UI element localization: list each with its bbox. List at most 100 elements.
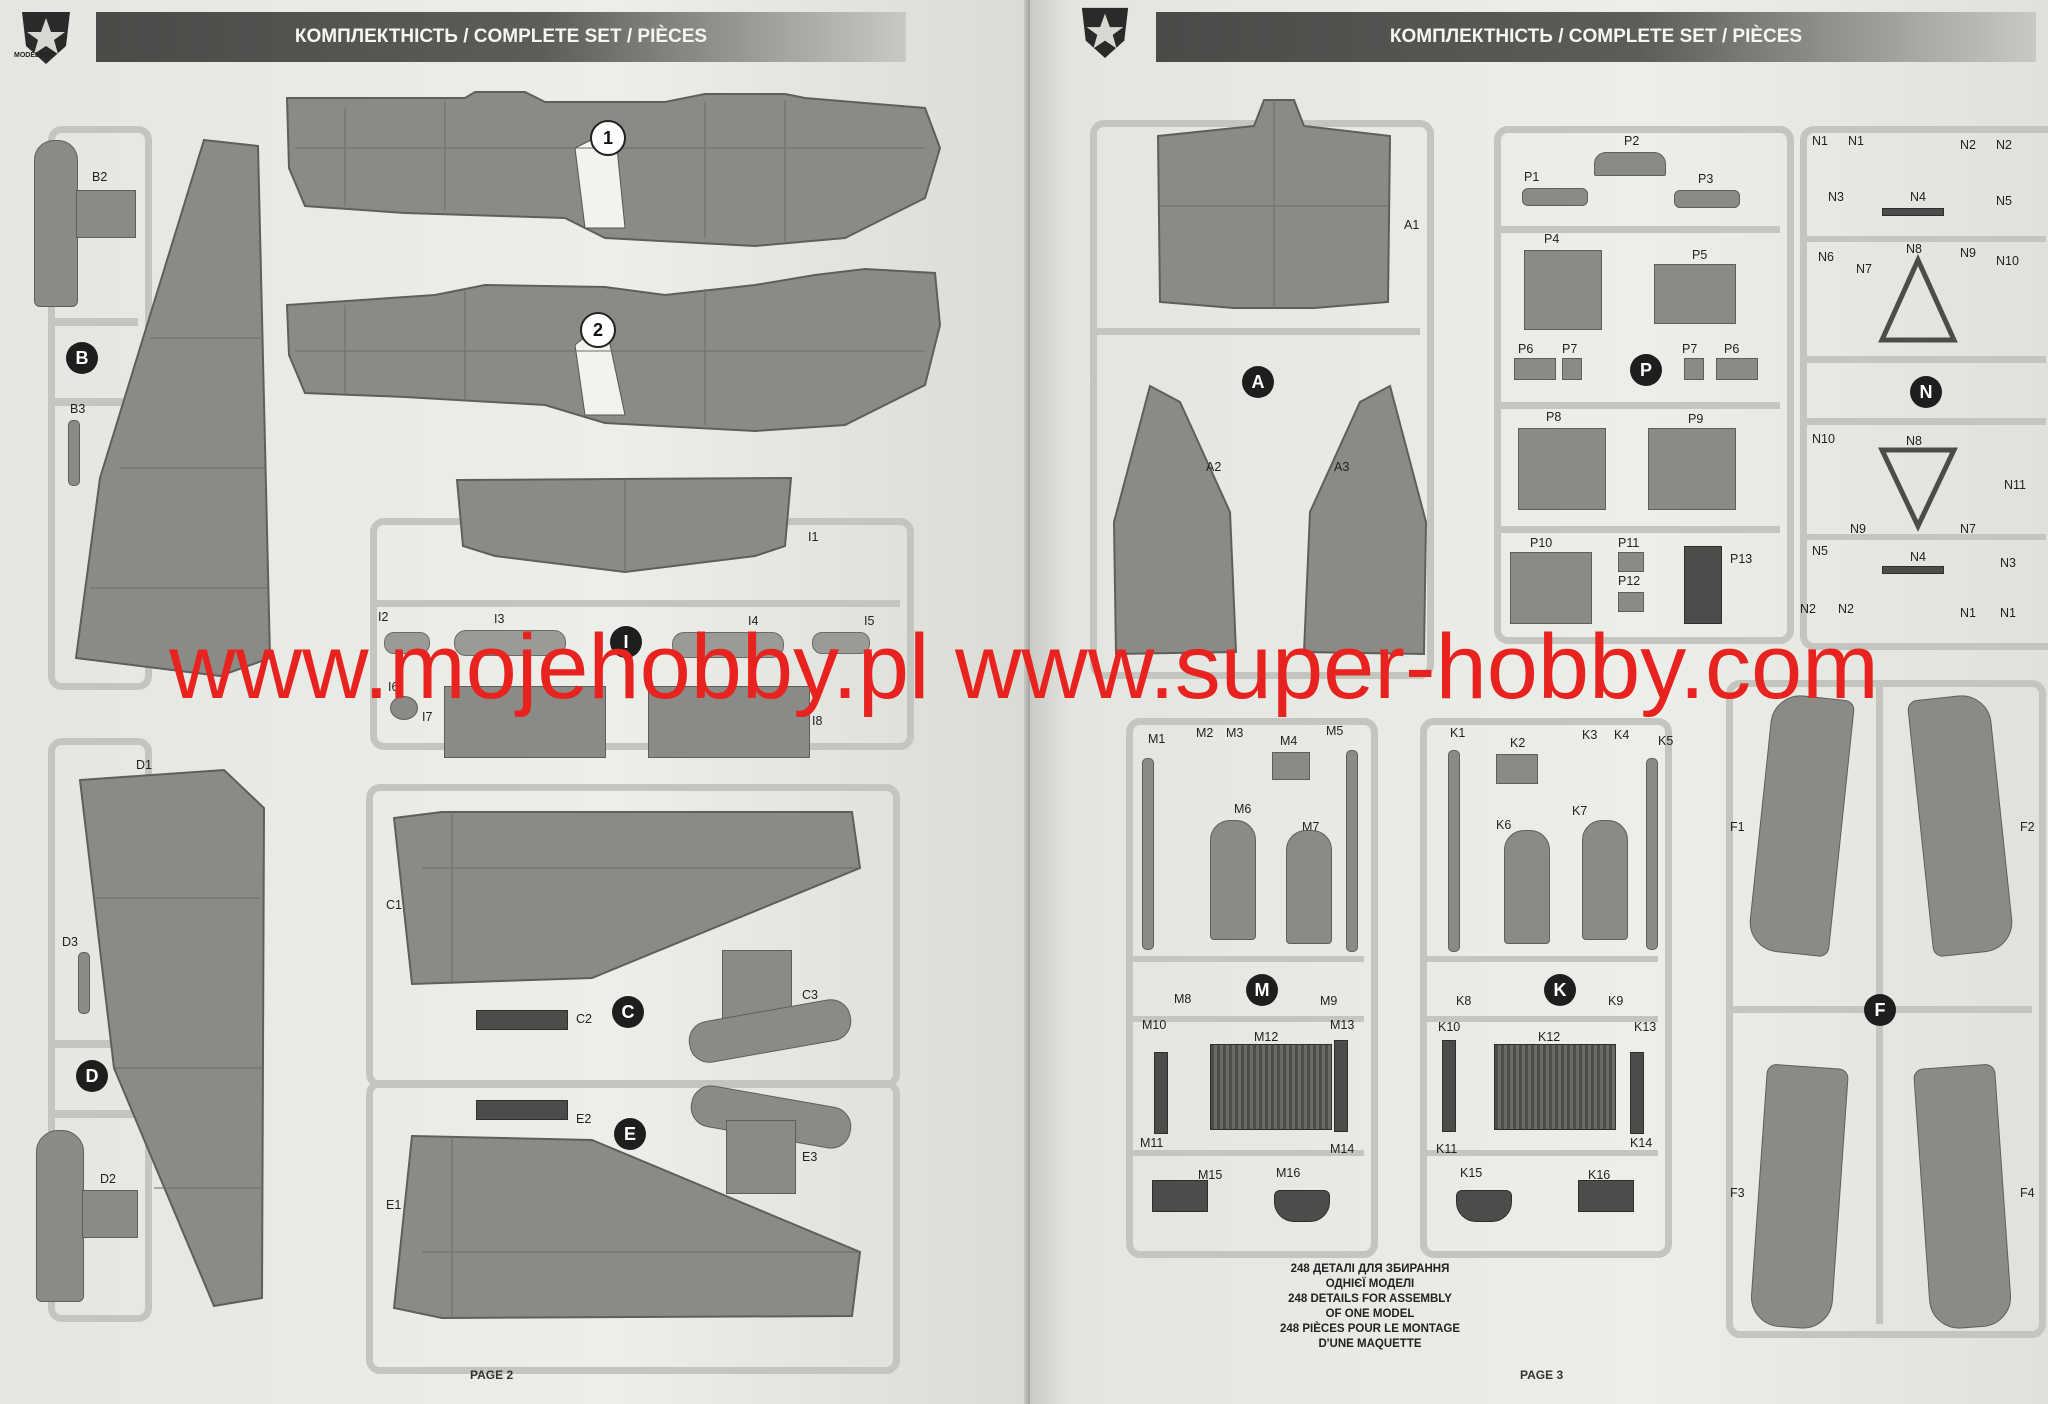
sprue-n-rail-3 <box>1800 418 2046 425</box>
label-p1: P1 <box>1524 170 1540 184</box>
page-number-2: PAGE 2 <box>470 1368 514 1382</box>
label-k3: K3 <box>1582 728 1598 742</box>
part-p13 <box>1684 546 1722 624</box>
label-c3: C3 <box>802 988 818 1002</box>
assembly-note-line-5: 248 PIÈCES POUR LE MONTAGE <box>1280 1323 1460 1335</box>
label-n7b: N7 <box>1960 522 1976 536</box>
part-e1-wing <box>392 1134 862 1320</box>
part-p7b <box>1684 358 1704 380</box>
part-c2 <box>476 1010 568 1030</box>
sprue-letter-f: F <box>1864 994 1896 1026</box>
label-n4b: N4 <box>1910 550 1926 564</box>
part-n8a-frame <box>1878 253 1958 343</box>
assembly-note-line-4: OF ONE MODEL <box>1325 1308 1415 1320</box>
label-m4: M4 <box>1280 734 1298 748</box>
label-n1b: N1 <box>1848 134 1864 148</box>
label-k11: K11 <box>1436 1142 1458 1156</box>
part-p11 <box>1618 552 1644 572</box>
part-p4 <box>1524 250 1602 330</box>
sprue-m-rail-2 <box>1126 1016 1364 1022</box>
part-i6 <box>390 696 418 720</box>
label-f3: F3 <box>1730 1186 1745 1200</box>
part-p3 <box>1674 190 1740 208</box>
label-a2: A2 <box>1206 460 1222 474</box>
part-d2-blade <box>36 1130 84 1302</box>
label-n3a: N3 <box>1828 190 1844 204</box>
part-k7 <box>1582 820 1628 940</box>
label-n4a: N4 <box>1910 190 1926 204</box>
part-p10 <box>1510 552 1592 624</box>
label-p11: P11 <box>1618 536 1640 550</box>
watermark-text: www.mojehobby.pl www.super-hobby.com <box>169 616 1879 718</box>
sprue-n-rail-4 <box>1800 534 2046 540</box>
label-n3b: N3 <box>2000 556 2016 570</box>
label-k14: K14 <box>1630 1136 1653 1150</box>
part-k13 <box>1630 1052 1644 1134</box>
sprue-letter-c: C <box>612 996 644 1028</box>
label-n2b: N2 <box>1996 138 2012 152</box>
label-k1: K1 <box>1450 726 1466 740</box>
label-d2: D2 <box>100 1172 116 1186</box>
label-m5: M5 <box>1326 724 1344 738</box>
label-n2c: N2 <box>1800 602 1816 616</box>
part-e3-block <box>726 1120 796 1194</box>
label-m2: M2 <box>1196 726 1214 740</box>
label-n9b: N9 <box>1850 522 1866 536</box>
label-m11: M11 <box>1140 1136 1164 1150</box>
part-i1-tailplane <box>455 476 793 574</box>
label-f1: F1 <box>1730 820 1745 834</box>
sprue-d-rail-2 <box>48 1110 138 1118</box>
label-b3: B3 <box>70 402 86 416</box>
part-a2-fuselage-floor <box>1112 384 1238 656</box>
label-p7a: P7 <box>1562 342 1578 356</box>
label-n9a: N9 <box>1960 246 1976 260</box>
label-k4: K4 <box>1614 728 1630 742</box>
part-a1-wing-center <box>1156 99 1392 309</box>
label-n6: N6 <box>1818 250 1834 264</box>
label-i8: I8 <box>812 714 823 728</box>
label-a3: A3 <box>1334 460 1350 474</box>
part-m7 <box>1286 830 1332 944</box>
sprue-m-rail-3 <box>1126 1150 1364 1156</box>
label-p5: P5 <box>1692 248 1708 262</box>
part-m5 <box>1346 750 1358 952</box>
part-b2-hub <box>76 190 136 238</box>
label-i4: I4 <box>748 614 759 628</box>
part-i2 <box>384 632 430 654</box>
part-k16 <box>1578 1180 1634 1212</box>
label-p4: P4 <box>1544 232 1560 246</box>
sprue-n-rail-2 <box>1800 356 2046 363</box>
sprue-p-rail-3 <box>1494 526 1780 533</box>
label-n5b: N5 <box>1812 544 1828 558</box>
part-m6 <box>1210 820 1256 940</box>
page-3: КОМПЛЕКТНІСТЬ / COMPLETE SET / PIÈCES A1… <box>1030 0 2048 1404</box>
label-c2: C2 <box>576 1012 592 1026</box>
label-d3: D3 <box>62 935 78 949</box>
label-k6: K6 <box>1496 818 1512 832</box>
label-k16: K16 <box>1588 1168 1611 1182</box>
label-i6: I6 <box>388 680 399 694</box>
sprue-m-rail-1 <box>1126 956 1364 962</box>
part-b1-wing <box>74 138 272 678</box>
assembly-note-line-1: 248 ДЕТАЛІ ДЛЯ ЗБИРАННЯ <box>1290 1263 1450 1275</box>
label-n2d: N2 <box>1838 602 1854 616</box>
label-k15: K15 <box>1460 1166 1483 1180</box>
label-i5: I5 <box>864 614 875 628</box>
sprue-n-frame <box>1800 126 2048 650</box>
label-p13: P13 <box>1730 552 1753 566</box>
part-p6b <box>1716 358 1758 380</box>
label-k7: K7 <box>1572 804 1588 818</box>
sprue-k-rail-1 <box>1420 956 1658 962</box>
page-number-3: PAGE 3 <box>1520 1368 1564 1382</box>
page-title: КОМПЛЕКТНІСТЬ / COMPLETE SET / PIÈCES <box>96 12 906 62</box>
label-p12: P12 <box>1618 574 1641 588</box>
label-m8: M8 <box>1174 992 1192 1006</box>
part-m12-floor <box>1210 1044 1332 1130</box>
label-k2: K2 <box>1510 736 1526 750</box>
label-e2: E2 <box>576 1112 592 1126</box>
label-b2: B2 <box>92 170 108 184</box>
label-f4: F4 <box>2020 1186 2035 1200</box>
label-n1c: N1 <box>1960 606 1976 620</box>
part-p12 <box>1618 592 1644 612</box>
sprue-k-rail-2 <box>1420 1016 1658 1022</box>
